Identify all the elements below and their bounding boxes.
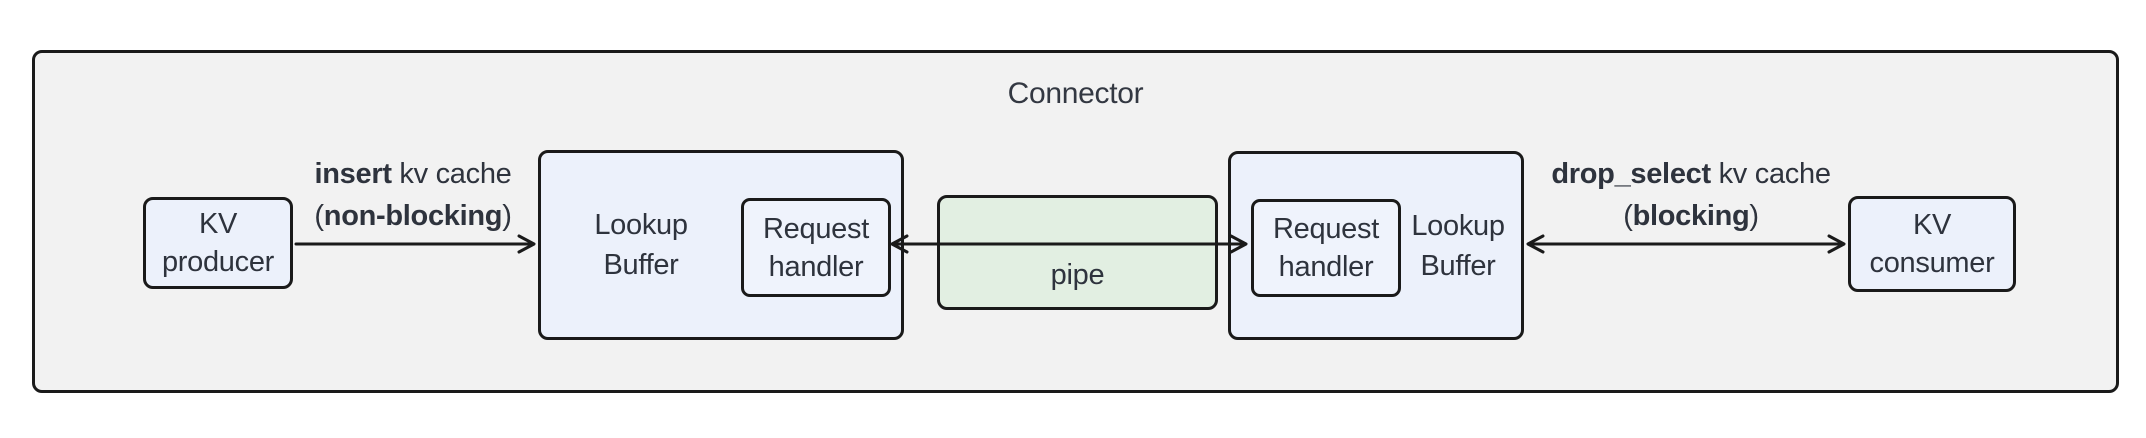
node-kv-consumer: KV consumer [1848, 196, 2016, 292]
node-pipe: pipe [937, 195, 1218, 310]
kv-consumer-label-line1: KV [1912, 209, 1952, 241]
lookup-buffer-right-label: Lookup Buffer [1411, 209, 1505, 282]
edge-label-drop-select-line1: drop_select kv cache [1551, 158, 1831, 190]
lookup-buffer-left-label: Lookup Buffer [594, 209, 688, 281]
kv-producer-label-line2: producer [161, 246, 275, 278]
edge-label-insert: insert kv cache (non-blocking) [283, 153, 543, 237]
node-lookup-buffer-left: Lookup Buffer Request handler [538, 150, 904, 340]
node-request-handler-left: Request handler [741, 198, 891, 297]
kv-producer-label-line1: KV [198, 208, 238, 240]
pipe-label: pipe [1050, 259, 1105, 291]
edge-label-drop-select-line2: (blocking) [1623, 200, 1759, 232]
node-kv-producer: KV producer [143, 197, 293, 289]
connector-title: Connector [1007, 77, 1144, 110]
node-request-handler-right: Request handler [1251, 199, 1401, 297]
edge-label-insert-line1: insert kv cache [314, 158, 512, 190]
edge-label-drop-select: drop_select kv cache (blocking) [1536, 153, 1846, 237]
node-lookup-buffer-right: Request handler Lookup Buffer [1228, 151, 1524, 340]
kv-consumer-label-line2: consumer [1869, 247, 1995, 279]
edge-label-insert-line2: (non-blocking) [314, 200, 512, 232]
